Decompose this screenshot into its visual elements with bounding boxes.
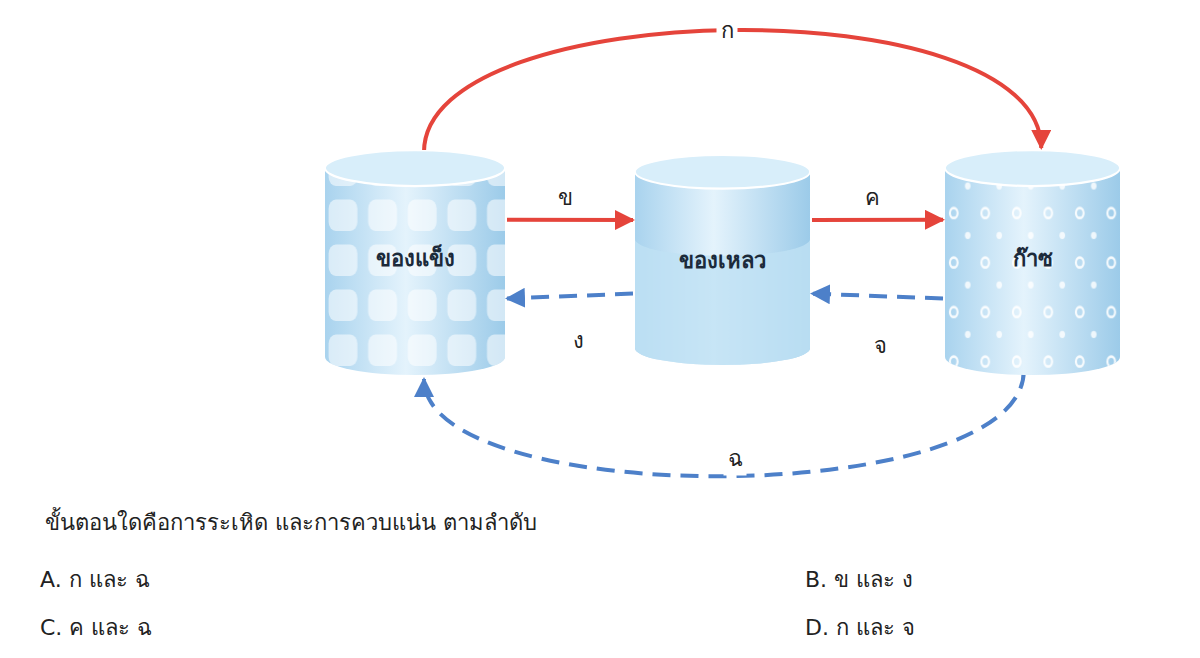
step-letter: ฉ bbox=[724, 441, 747, 476]
state-change-arrow bbox=[424, 371, 1024, 476]
step-letter: ข bbox=[554, 180, 577, 215]
state-change-arrow bbox=[507, 218, 633, 222]
state-change-arrow bbox=[812, 294, 943, 299]
step-letter: ก bbox=[717, 13, 738, 48]
question-text: ขั้นตอนใดคือการระเหิด และการควบแน่น ตามล… bbox=[45, 505, 537, 540]
answer-option: C. ค และ ฉ bbox=[40, 610, 152, 645]
state-cylinder: ก๊าซ bbox=[945, 150, 1120, 375]
state-change-arrow bbox=[424, 30, 1041, 152]
state-name: ก๊าซ bbox=[945, 241, 1120, 276]
step-letter: ง bbox=[569, 323, 588, 358]
state-name: ของแข็ง bbox=[325, 241, 505, 276]
answer-option: A. ก และ ฉ bbox=[40, 562, 150, 597]
answer-option: D. ก และ จ bbox=[805, 610, 915, 645]
state-change-arrow bbox=[812, 218, 943, 222]
state-change-arrow bbox=[507, 294, 633, 299]
state-name: ของเหลว bbox=[635, 243, 810, 278]
step-letter: จ bbox=[870, 328, 891, 363]
state-cylinder: ของแข็ง bbox=[325, 150, 505, 375]
state-cylinder: ของเหลว bbox=[635, 155, 810, 365]
answer-option: B. ข และ ง bbox=[805, 562, 913, 597]
step-letter: ค bbox=[861, 180, 884, 215]
